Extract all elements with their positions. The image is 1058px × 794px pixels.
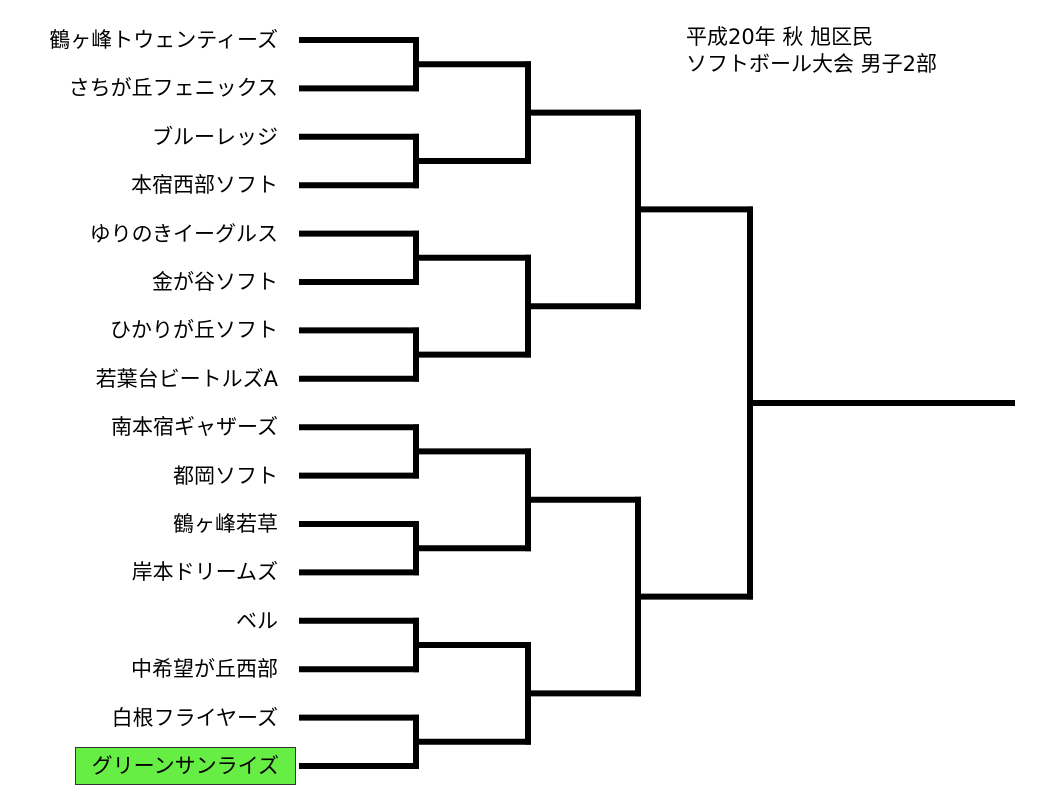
- team-label: ゆりのきイーグルス: [89, 221, 278, 246]
- team-label: 鶴ヶ峰トウェンティーズ: [49, 28, 278, 52]
- title-line-1: 平成20年 秋 旭区民: [686, 25, 874, 49]
- team-label: 中希望が丘西部: [131, 657, 278, 682]
- team-label: 金が谷ソフト: [152, 270, 278, 294]
- team-label: 南本宿ギャザーズ: [111, 415, 278, 440]
- team-label: 白根フライヤーズ: [111, 705, 278, 730]
- team-label: 本宿西部ソフト: [131, 173, 278, 198]
- team-label: ベル: [236, 608, 278, 633]
- tournament-title: 平成20年 秋 旭区民 ソフトボール大会 男子2部: [686, 24, 937, 78]
- team-label: ひかりが丘ソフト: [110, 318, 278, 343]
- team-label: ブルーレッジ: [152, 124, 278, 149]
- team-label: 鶴ヶ峰若草: [173, 512, 278, 536]
- team-label-highlighted: グリーンサンライズ: [74, 747, 296, 785]
- team-label: 都岡ソフト: [173, 463, 278, 488]
- team-label: 若葉台ビートルズA: [95, 366, 278, 391]
- team-label: さちが丘フェニックス: [68, 76, 278, 101]
- team-label: 岸本ドリームズ: [131, 560, 278, 585]
- title-line-2: ソフトボール大会 男子2部: [686, 52, 938, 76]
